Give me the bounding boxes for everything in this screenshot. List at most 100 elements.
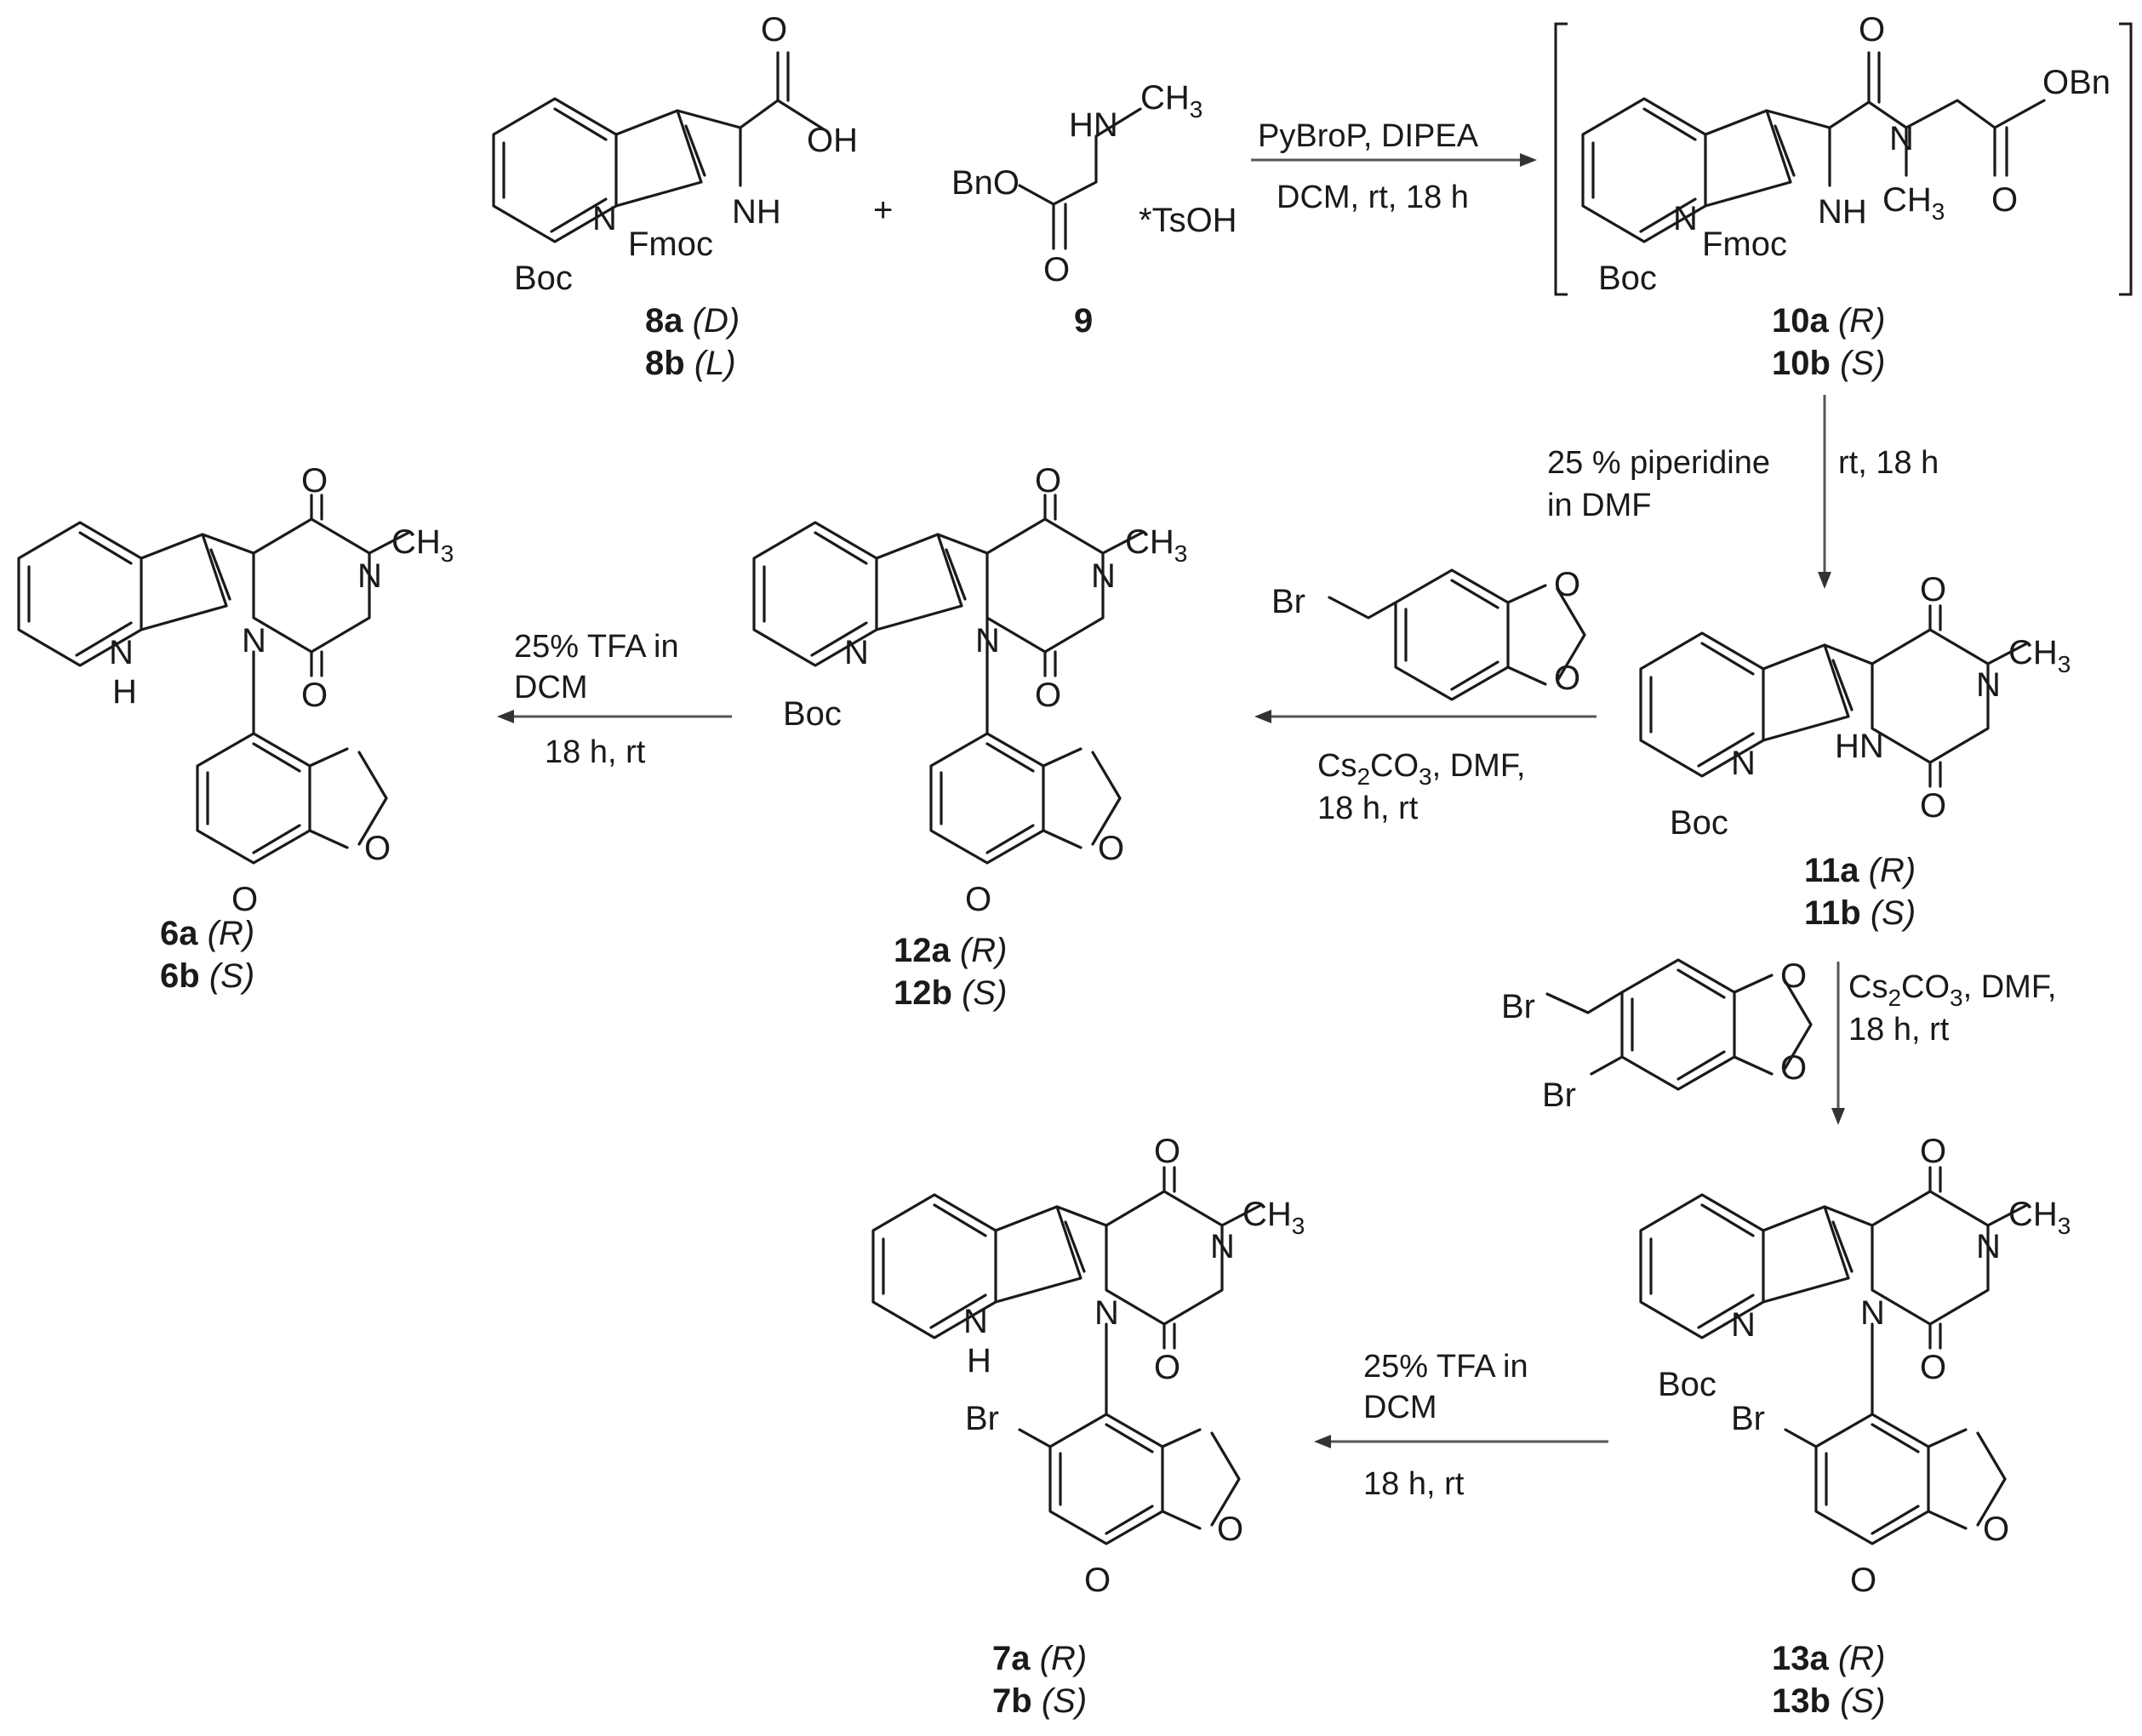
compound-12: O N CH3 N O N Boc O O 12a (R) 12b (S) [752, 462, 1187, 1012]
label-6a-config: (R) [208, 915, 255, 952]
label-9: 9 [1074, 302, 1093, 340]
atom-ch3: CH3 [2008, 1196, 2071, 1239]
atom-o: O [1035, 677, 1061, 714]
condition-18h-rt: 18 h, rt [545, 734, 646, 770]
atom-n: N [242, 622, 266, 660]
atom-o: O [1154, 1133, 1180, 1170]
label-11b: 11b [1804, 894, 1861, 932]
svg-text:10b (S): 10b (S) [1772, 345, 1885, 382]
atom-n: N [1731, 745, 1756, 782]
atom-n: N [357, 557, 382, 595]
atom-br: Br [1271, 583, 1305, 620]
atom-boc: Boc [1658, 1366, 1716, 1403]
atom-o: O [301, 462, 328, 500]
condition-18h-rt: 18 h, rt [1363, 1466, 1465, 1502]
atom-o: O [231, 881, 258, 918]
atom-o: O [1920, 787, 1946, 825]
atom-ch3: CH3 [2008, 634, 2071, 677]
label-11a-config: (R) [1869, 852, 1916, 889]
atom-n: N [1860, 1294, 1885, 1332]
atom-n: N [592, 200, 617, 237]
svg-text:8b (L): 8b (L) [645, 345, 736, 382]
condition-pybrop: PyBroP, DIPEA [1258, 118, 1479, 154]
label-11b-config: (S) [1871, 894, 1916, 932]
atom-o: O [1850, 1562, 1876, 1599]
atom-h: H [112, 673, 137, 711]
atom-o: O [1920, 571, 1946, 608]
atom-n: N [1094, 1294, 1119, 1332]
atom-o: O [1043, 251, 1070, 288]
label-10b-config: (S) [1840, 345, 1885, 382]
condition-cs2co3: Cs2CO3, DMF, [1848, 969, 2056, 1011]
atom-o: O [1780, 957, 1807, 995]
atom-n: N [1210, 1228, 1235, 1265]
atom-oh: OH [807, 122, 858, 159]
atom-hn: HN [1069, 106, 1118, 144]
svg-text:11b (S): 11b (S) [1804, 894, 1916, 932]
atom-n: N [109, 634, 134, 671]
atom-n: N [1976, 1228, 2001, 1265]
svg-text:8a (D): 8a (D) [645, 302, 740, 340]
label-13b-config: (S) [1840, 1682, 1885, 1720]
atom-boc: Boc [1670, 804, 1728, 842]
arrow-step-4: 25% TFA in DCM 18 h, rt [497, 629, 732, 770]
condition-dcm-rt: DCM, rt, 18 h [1277, 180, 1469, 215]
arrow-step-1: PyBroP, DIPEA DCM, rt, 18 h [1251, 118, 1537, 215]
atom-n: N [1673, 200, 1698, 237]
arrow-step-3: Br O O Cs2CO3, DMF, 18 h, rt [1254, 566, 1597, 826]
atom-br: Br [1731, 1400, 1765, 1437]
svg-text:11a (R): 11a (R) [1804, 852, 1916, 889]
atom-n: N [1976, 666, 2001, 704]
label-10a-config: (R) [1838, 302, 1886, 340]
label-13a-config: (R) [1838, 1640, 1886, 1677]
atom-br: Br [1542, 1076, 1576, 1114]
condition-in-dmf: in DMF [1547, 488, 1651, 523]
atom-o: O [761, 11, 787, 49]
arrow-step-5: Cs2CO3, DMF, 18 h, rt Br Br O O [1501, 957, 2056, 1125]
atom-fmoc: Fmoc [628, 226, 713, 263]
condition-dcm: DCM [1363, 1390, 1437, 1425]
plus-sign: + [873, 191, 893, 229]
svg-text:12b (S): 12b (S) [894, 974, 1007, 1012]
svg-text:7b (S): 7b (S) [992, 1682, 1087, 1720]
svg-text:6a (R): 6a (R) [160, 915, 254, 952]
condition-rt-18h: rt, 18 h [1838, 445, 1939, 481]
label-8a-config: (D) [693, 302, 740, 340]
compound-8: O OH NH Fmoc N Boc 8a (D) 8b (L) [492, 11, 858, 382]
atom-ch3: CH3 [391, 523, 454, 567]
condition-18h-rt: 18 h, rt [1317, 791, 1419, 826]
atom-boc: Boc [1598, 260, 1657, 297]
compound-11: O N CH3 HN O N Boc 11a (R) 11b (S) [1639, 571, 2071, 932]
svg-text:13b (S): 13b (S) [1772, 1682, 1885, 1720]
condition-cs2co3: Cs2CO3, DMF, [1317, 748, 1525, 790]
compound-6: O N CH3 N O N H O O 6a (R) 6b (S) [17, 462, 454, 995]
label-8b-config: (L) [694, 345, 736, 382]
label-12a-config: (R) [960, 932, 1008, 969]
atom-n: N [975, 622, 1000, 660]
condition-dcm: DCM [514, 670, 588, 705]
atom-nh: NH [732, 193, 781, 231]
atom-ch3: CH3 [1140, 79, 1202, 123]
label-10b: 10b [1772, 345, 1831, 382]
atom-o: O [965, 881, 991, 918]
label-6a: 6a [160, 915, 198, 952]
atom-n: N [1091, 557, 1116, 595]
atom-o: O [301, 677, 328, 714]
atom-o: O [1983, 1510, 2009, 1548]
condition-tfa: 25% TFA in [1363, 1349, 1528, 1385]
atom-o: O [1098, 830, 1124, 867]
arrow-step-2: 25 % piperidine in DMF rt, 18 h [1547, 395, 1939, 589]
atom-fmoc: Fmoc [1702, 226, 1787, 263]
atom-o: O [1554, 660, 1580, 697]
label-6b-config: (S) [209, 957, 254, 995]
atom-br: Br [965, 1400, 999, 1437]
atom-boc: Boc [783, 695, 842, 733]
label-8b: 8b [645, 345, 685, 382]
atom-bno: BnO [951, 164, 1020, 202]
label-12b-config: (S) [962, 974, 1007, 1012]
atom-o: O [1920, 1133, 1946, 1170]
atom-o: O [1554, 566, 1580, 603]
atom-nh: NH [1818, 193, 1867, 231]
atom-boc: Boc [514, 260, 573, 297]
